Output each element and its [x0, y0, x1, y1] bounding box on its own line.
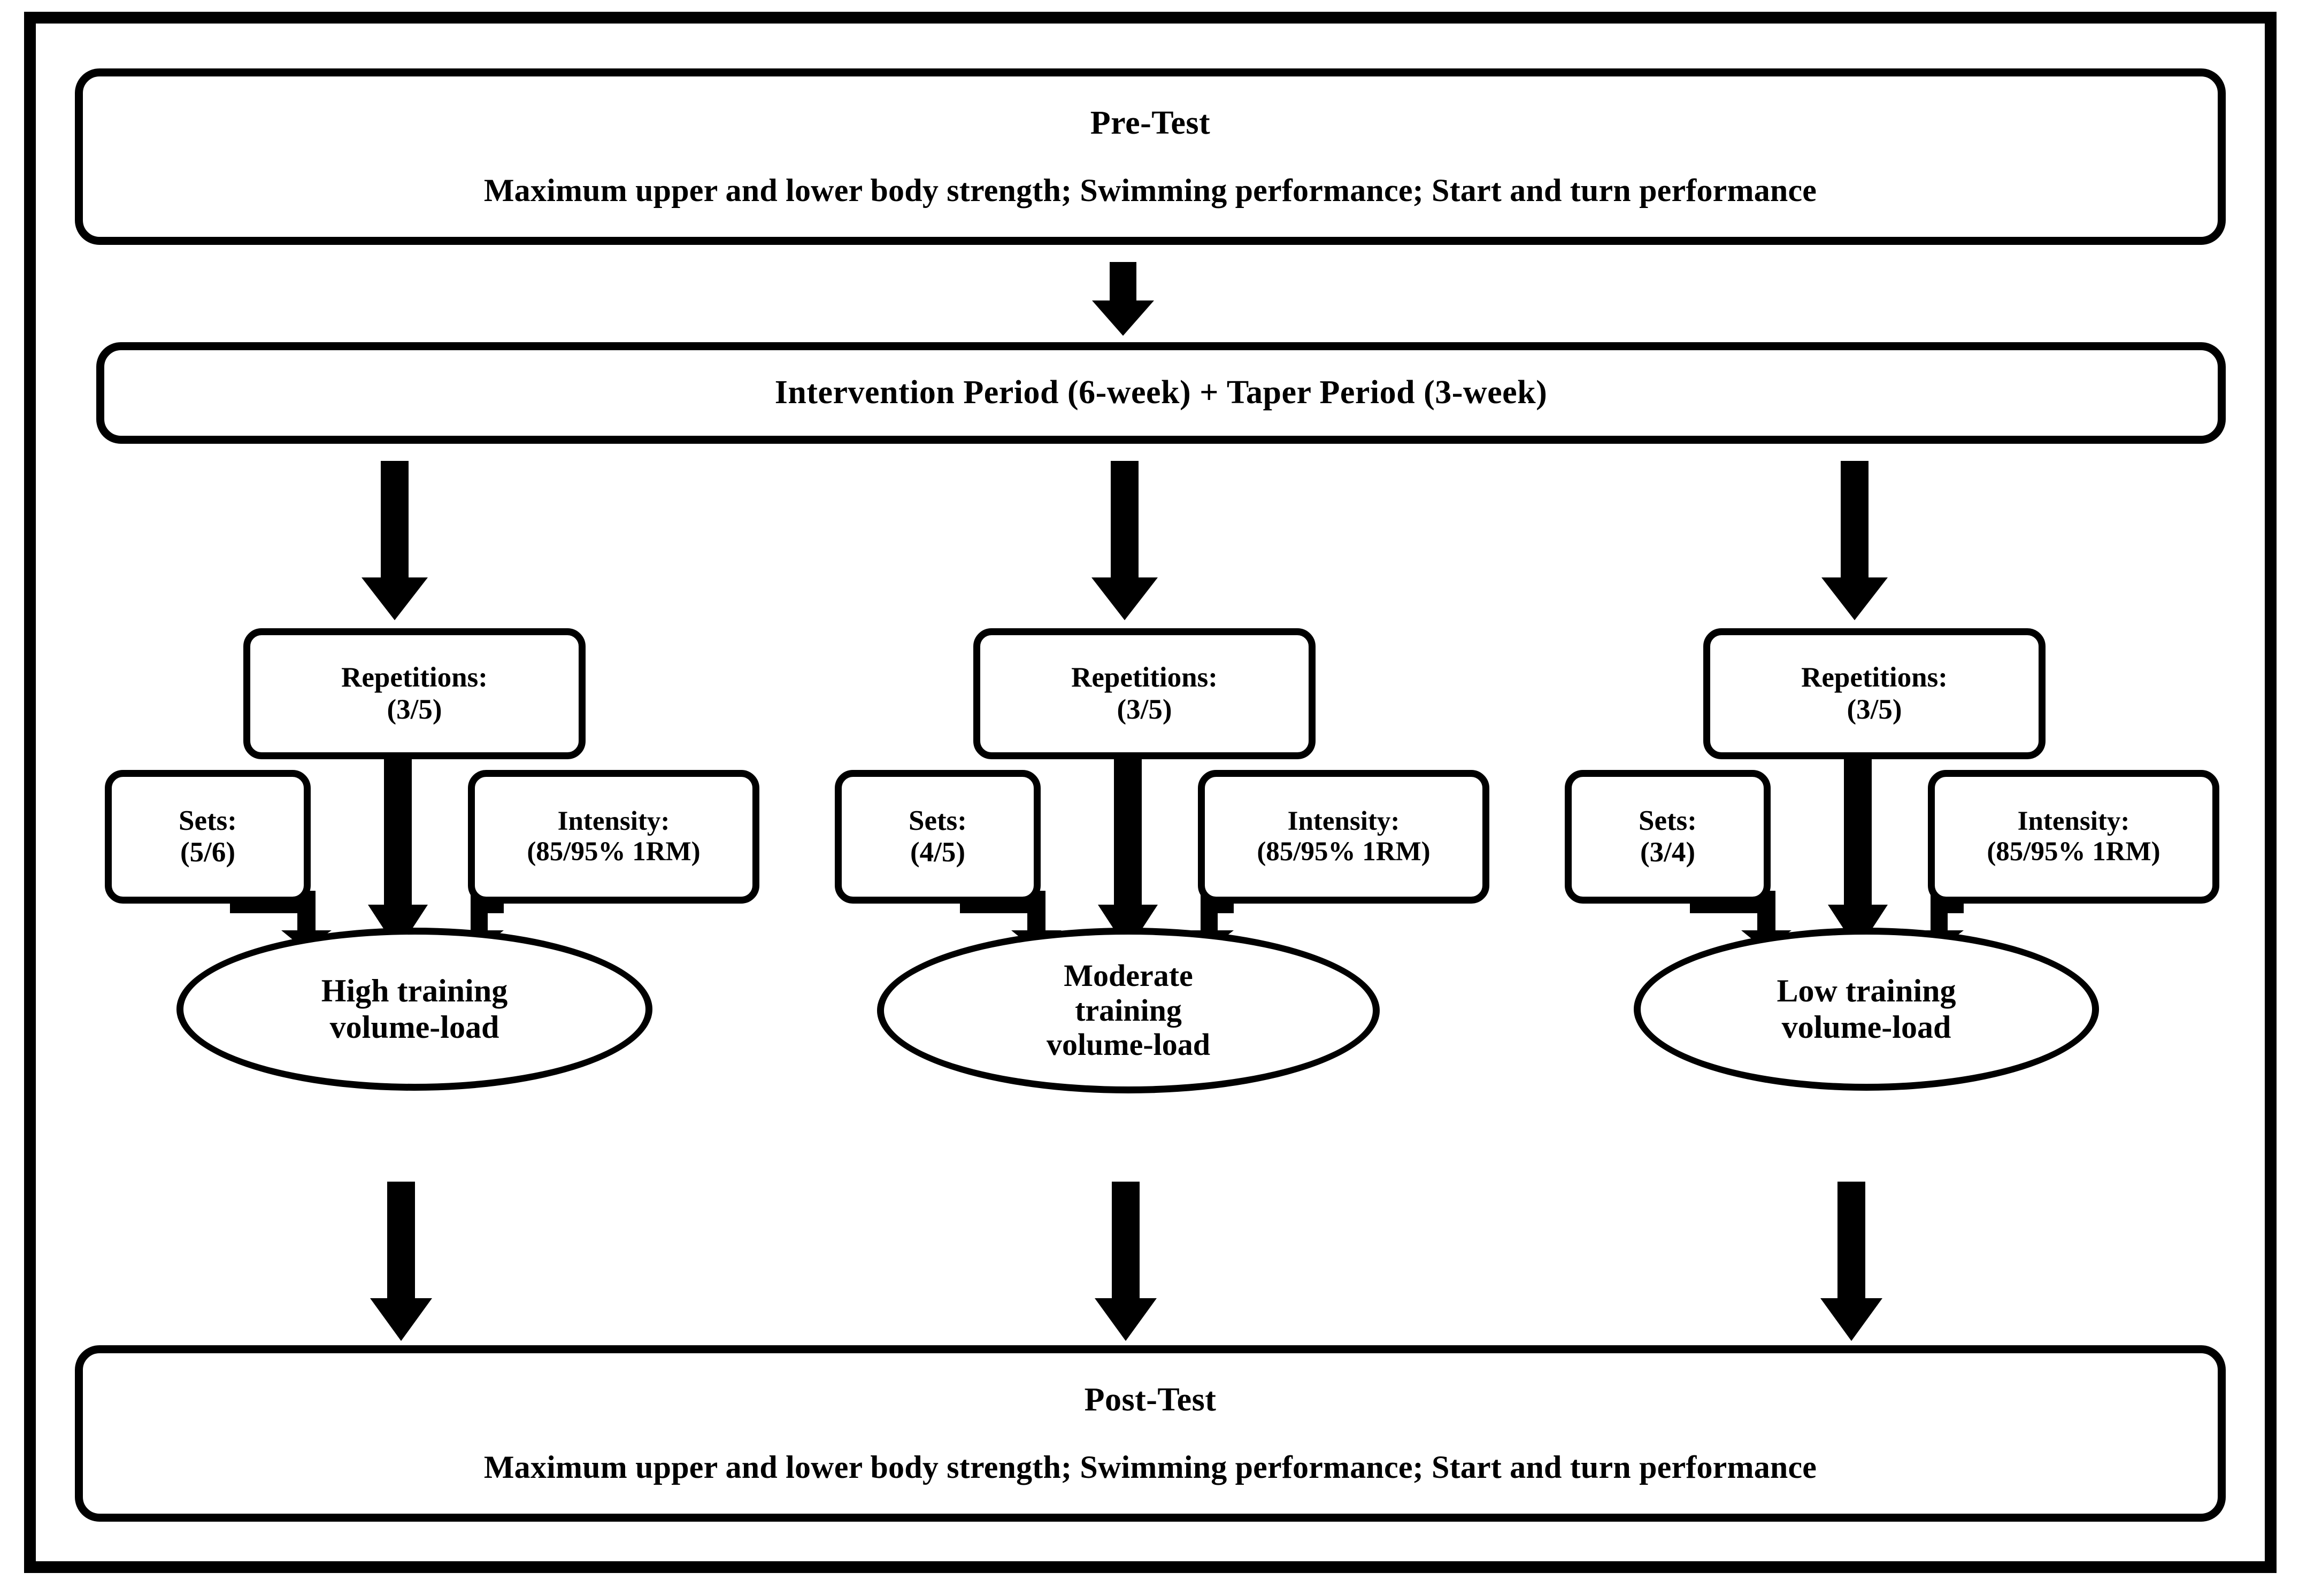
- high-intensity-value: (85/95% 1RM): [527, 837, 701, 867]
- moderate-repetitions-box: Repetitions: (3/5): [973, 628, 1316, 759]
- moderate-intensity-box: Intensity: (85/95% 1RM): [1198, 770, 1489, 904]
- low-outcome-line2: volume-load: [1781, 1009, 1951, 1045]
- moderate-outcome-ellipse: Moderate training volume-load: [877, 928, 1380, 1093]
- high-intensity-label: Intensity:: [557, 806, 670, 836]
- arrow-intervention-to-moderate: [1089, 461, 1159, 621]
- moderate-sets-label: Sets:: [909, 805, 967, 836]
- posttest-heading: Post-Test: [1084, 1381, 1217, 1418]
- arrow-intervention-to-low: [1819, 461, 1889, 621]
- pretest-box: Pre-Test Maximum upper and lower body st…: [75, 68, 2226, 245]
- low-sets-value: (3/4): [1640, 837, 1696, 868]
- moderate-outcome-line1: Moderate: [1064, 958, 1193, 993]
- moderate-repetitions-value: (3/5): [1117, 693, 1172, 725]
- moderate-intensity-value: (85/95% 1RM): [1257, 837, 1431, 867]
- arrow-moderate-outcome-to-posttest: [1094, 1182, 1158, 1342]
- posttest-box: Post-Test Maximum upper and lower body s…: [75, 1345, 2226, 1522]
- low-intensity-label: Intensity:: [2017, 806, 2130, 836]
- high-intensity-box: Intensity: (85/95% 1RM): [468, 770, 759, 904]
- high-sets-value: (5/6): [180, 837, 236, 868]
- intervention-label: Intervention Period (6-week) + Taper Per…: [774, 374, 1548, 411]
- low-sets-box: Sets: (3/4): [1565, 770, 1771, 904]
- moderate-sets-box: Sets: (4/5): [835, 770, 1041, 904]
- high-repetitions-value: (3/5): [387, 693, 442, 725]
- high-repetitions-box: Repetitions: (3/5): [243, 628, 586, 759]
- low-outcome-line1: Low training: [1777, 973, 1956, 1009]
- high-outcome-line1: High training: [321, 973, 508, 1009]
- arrow-moderate-reps-to-outcome: [1097, 695, 1159, 952]
- arrow-low-outcome-to-posttest: [1819, 1182, 1883, 1342]
- high-sets-label: Sets:: [179, 805, 237, 836]
- low-intensity-value: (85/95% 1RM): [1987, 837, 2160, 867]
- arrow-high-reps-to-outcome: [367, 695, 429, 952]
- low-outcome-ellipse: Low training volume-load: [1634, 928, 2099, 1091]
- arrow-intervention-to-high: [359, 461, 429, 621]
- arrow-low-reps-to-outcome: [1827, 695, 1889, 952]
- high-repetitions-label: Repetitions:: [341, 662, 488, 693]
- moderate-outcome-line2: training: [1075, 992, 1182, 1028]
- moderate-sets-value: (4/5): [910, 837, 966, 868]
- low-intensity-box: Intensity: (85/95% 1RM): [1928, 770, 2219, 904]
- moderate-intensity-label: Intensity:: [1287, 806, 1400, 836]
- pretest-heading: Pre-Test: [1090, 104, 1211, 141]
- moderate-outcome-line3: volume-load: [1046, 1027, 1211, 1062]
- pretest-detail: Maximum upper and lower body strength; S…: [483, 173, 1817, 209]
- low-repetitions-value: (3/5): [1847, 693, 1902, 725]
- low-repetitions-box: Repetitions: (3/5): [1703, 628, 2046, 759]
- intervention-box: Intervention Period (6-week) + Taper Per…: [96, 342, 2226, 444]
- arrow-pretest-to-intervention: [1091, 262, 1155, 337]
- low-sets-label: Sets:: [1639, 805, 1697, 836]
- high-outcome-line2: volume-load: [329, 1009, 499, 1045]
- high-sets-box: Sets: (5/6): [105, 770, 311, 904]
- high-outcome-ellipse: High training volume-load: [176, 928, 652, 1091]
- moderate-repetitions-label: Repetitions:: [1071, 662, 1218, 693]
- arrow-high-outcome-to-posttest: [369, 1182, 433, 1342]
- low-repetitions-label: Repetitions:: [1801, 662, 1948, 693]
- posttest-detail: Maximum upper and lower body strength; S…: [483, 1449, 1817, 1485]
